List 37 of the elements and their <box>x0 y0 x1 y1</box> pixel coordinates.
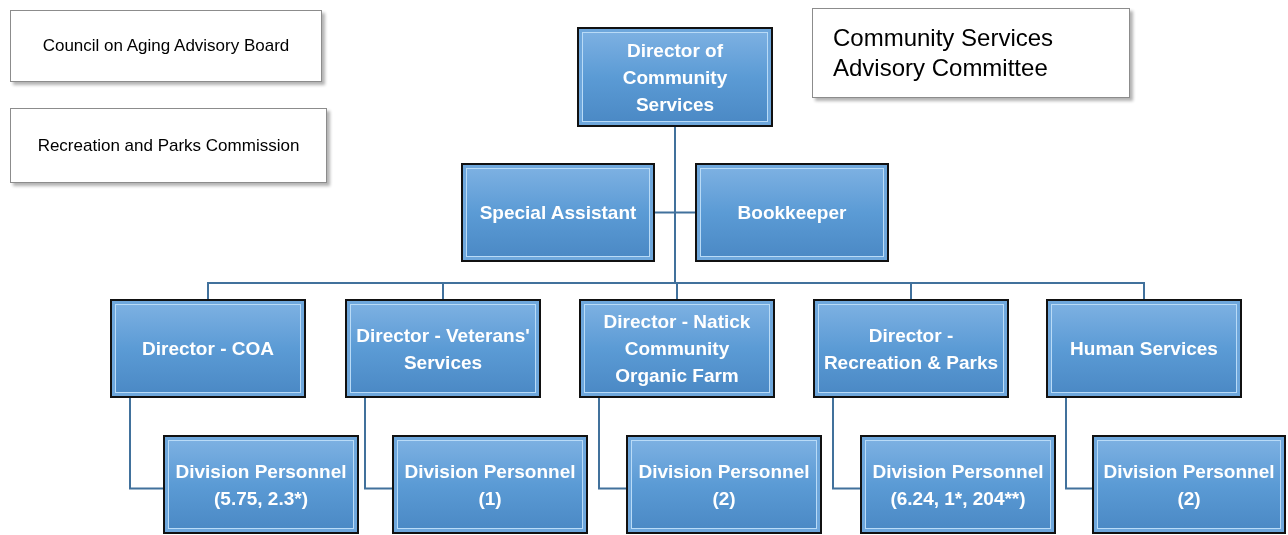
box-label: Bookkeeper <box>737 201 847 225</box>
board-box <box>812 8 1130 98</box>
position-box <box>695 163 889 262</box>
box-label: Director - COA <box>142 337 274 361</box>
connector-line <box>1065 397 1093 490</box>
position-box <box>461 163 655 262</box>
position-box <box>1046 299 1242 398</box>
connector-line <box>832 397 861 490</box>
box-label: Special Assistant <box>479 201 637 225</box>
box-label: Division Personnel (2) <box>637 459 811 511</box>
box-label: Division Personnel (5.75, 2.3*) <box>174 459 348 511</box>
position-box <box>110 299 306 398</box>
position-box <box>163 435 359 534</box>
board-box <box>10 10 322 82</box>
box-label: Division Personnel (6.24, 1*, 204**) <box>871 459 1045 511</box>
box-label: Director of Community Services <box>621 38 729 117</box>
box-label: Community Services Advisory Committee <box>833 23 1055 83</box>
connector-line <box>129 397 164 490</box>
box-label: Director - Recreation & Parks <box>823 323 999 375</box>
position-box <box>577 27 773 127</box>
connector-line <box>364 397 393 490</box>
position-box <box>579 299 775 398</box>
position-box <box>860 435 1056 534</box>
box-label: Division Personnel (1) <box>403 459 577 511</box>
position-box <box>813 299 1009 398</box>
box-label: Council on Aging Advisory Board <box>42 35 290 57</box>
box-label: Human Services <box>1070 337 1218 361</box>
box-label: Division Personnel (2) <box>1102 459 1276 511</box>
connector-line <box>598 397 627 490</box>
box-label: Recreation and Parks Commission <box>37 134 300 157</box>
position-box <box>1092 435 1286 534</box>
box-label: Director - Natick Community Organic Farm <box>602 310 752 388</box>
board-box <box>10 108 327 183</box>
box-label: Director - Veterans' Services <box>355 323 531 375</box>
position-box <box>345 299 541 398</box>
position-box <box>626 435 822 534</box>
position-box <box>392 435 588 534</box>
